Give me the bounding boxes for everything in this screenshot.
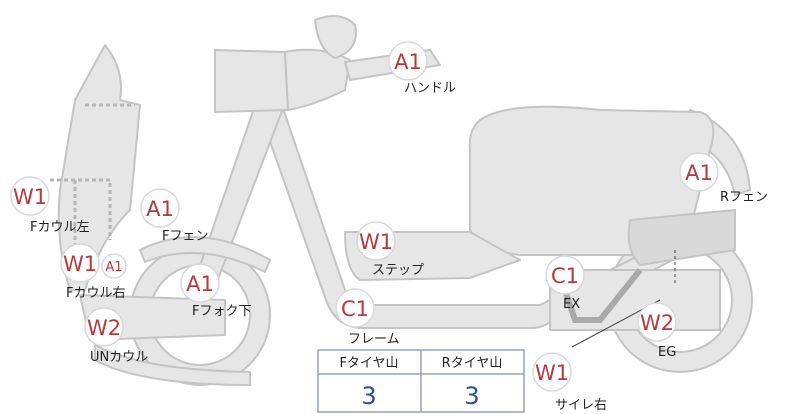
handle-cover-shape — [284, 48, 351, 111]
tire-table: Fタイヤ山 Rタイヤ山 3 3 — [317, 349, 525, 413]
badge-code: C1 — [341, 297, 369, 321]
badge-11: W1 サイレ右 — [532, 352, 607, 413]
badge-code: W2 — [640, 311, 674, 335]
badge-8: C1 フレーム — [335, 288, 400, 347]
mirror-shape — [314, 15, 357, 59]
badge-4: W1 ステップ — [356, 221, 424, 278]
badge-code: A1 — [394, 50, 422, 74]
badge-code: W1 — [359, 230, 393, 254]
under-cowl-lower — [94, 344, 251, 386]
muffler-shape — [627, 208, 736, 267]
badge-label: Rフェン — [720, 190, 768, 205]
badge-circle — [637, 302, 677, 342]
badge-label: ステップ — [372, 263, 424, 278]
badge-circle — [335, 288, 375, 328]
badge-code: W1 — [13, 185, 47, 209]
front-fender-shape — [139, 236, 271, 273]
badge-code: W1 — [535, 361, 569, 385]
engine-shape — [549, 269, 721, 331]
badge-label: UNカウル — [90, 350, 148, 365]
badge-circle — [388, 41, 428, 81]
badge-label: サイレ右 — [555, 398, 607, 413]
badge-label: Fカウル右 — [66, 286, 125, 301]
badge-label: フレーム — [348, 332, 400, 347]
badge-circle — [356, 221, 396, 261]
badge-code: W2 — [87, 316, 121, 340]
badge-circle — [60, 243, 100, 283]
badge-label: Fカウル左 — [30, 220, 89, 235]
badge-label: ハンドル — [404, 81, 456, 96]
badge-label: Fフォク下 — [192, 304, 251, 319]
rear-tire-value: 3 — [464, 382, 479, 410]
badge-code: W1 — [63, 252, 97, 276]
badge-label: EG — [658, 345, 676, 360]
badge-code: C1 — [551, 264, 579, 288]
extra-badge: A1 — [101, 253, 127, 279]
badge-circle — [140, 188, 180, 228]
front-tire-header: Fタイヤ山 — [339, 356, 398, 371]
handle-block-shape — [214, 49, 289, 113]
rear-tire-header: Rタイヤ山 — [442, 356, 503, 371]
badge-circle — [545, 255, 585, 295]
extra-badge-circle — [101, 253, 127, 279]
badge-label: EX — [563, 297, 580, 312]
badge-circle — [10, 176, 50, 216]
badge-circle — [84, 307, 124, 347]
exhaust-pipe — [562, 268, 643, 323]
extra-badge-code: A1 — [105, 260, 122, 275]
badge-circle — [679, 152, 719, 192]
badge-circle — [532, 352, 572, 392]
front-cowl-shape — [57, 44, 141, 291]
badge-circle — [180, 263, 220, 303]
front-tire-value: 3 — [361, 382, 376, 410]
badge-code: A1 — [186, 272, 214, 296]
cowl-dash-2 — [50, 178, 112, 240]
badge-code: A1 — [146, 197, 174, 221]
badge-code: A1 — [685, 161, 713, 185]
badge-label: Fフェン — [162, 229, 208, 244]
badge-0: A1 ハンドル — [388, 41, 456, 96]
